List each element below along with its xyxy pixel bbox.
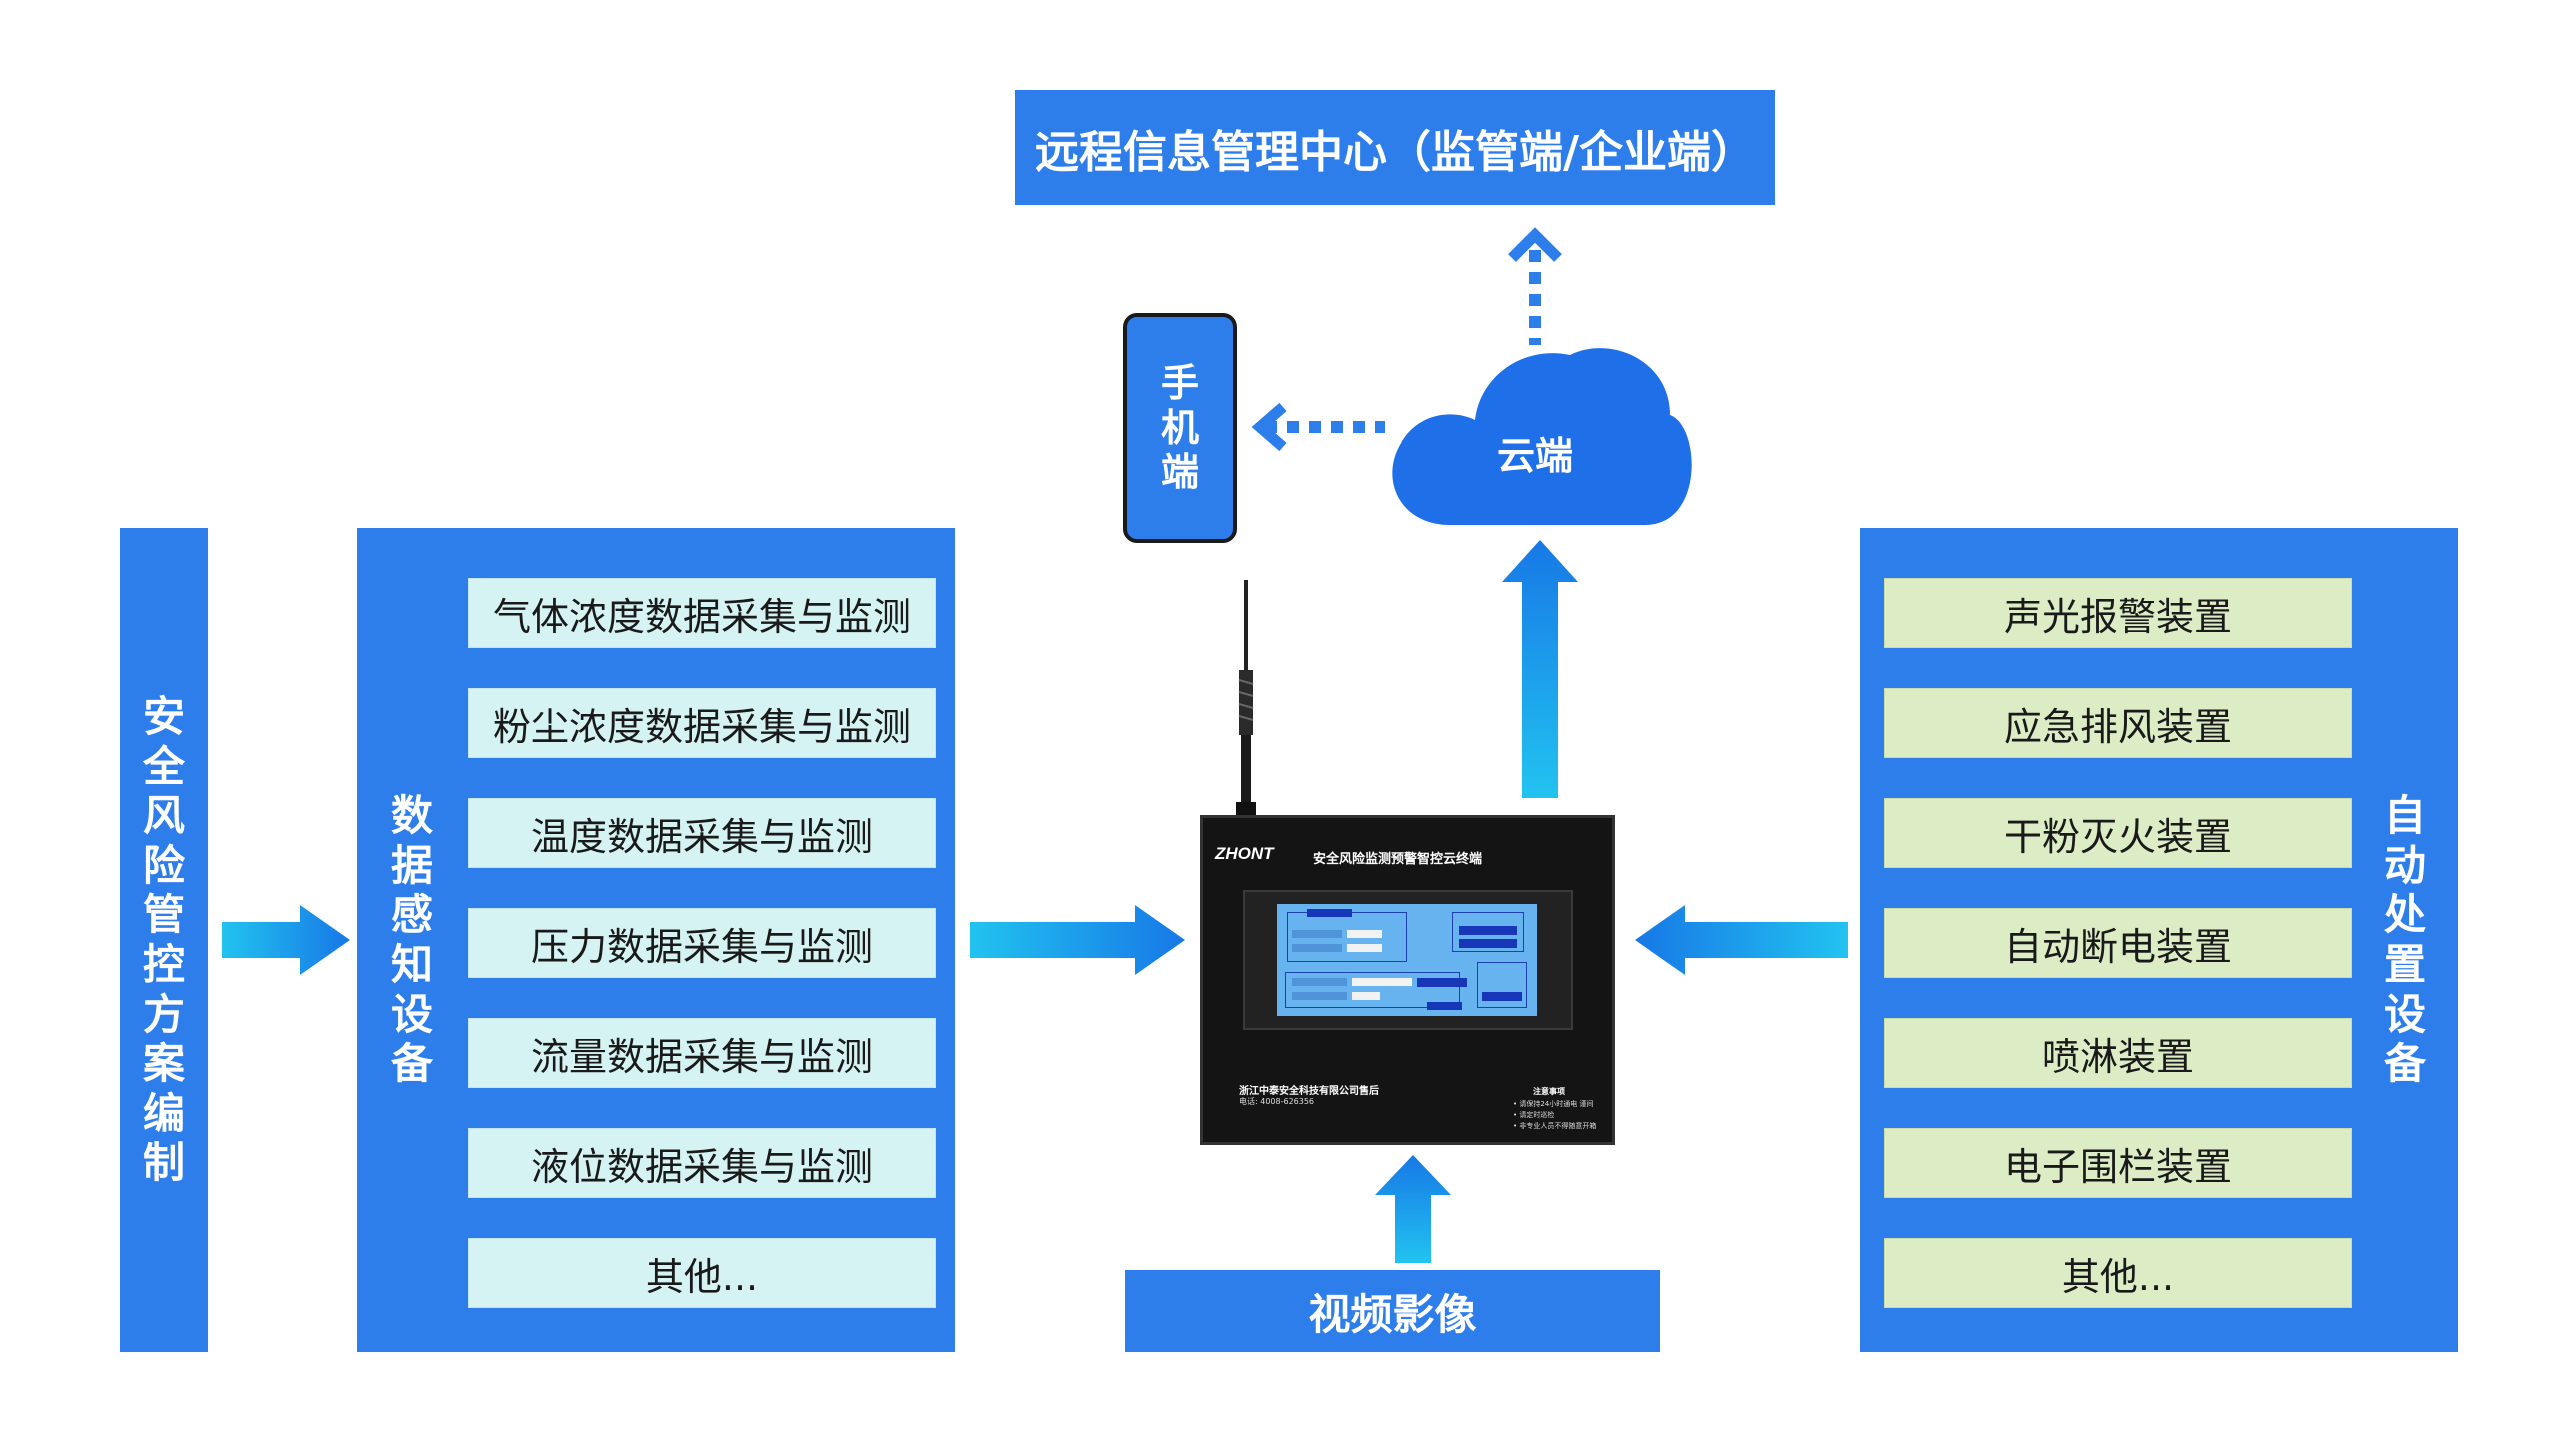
actuation-item: 喷淋装置 <box>1884 1018 2352 1088</box>
screen-label <box>1292 930 1342 938</box>
actuation-item: 干粉灭火装置 <box>1884 798 2352 868</box>
plan-char: 管 <box>142 890 185 940</box>
screen-button <box>1427 1002 1462 1010</box>
terminal-note: • 请保持24小时通电 谨间 <box>1513 1100 1594 1108</box>
actuation-title-char: 置 <box>2383 940 2426 989</box>
actuation-title-char: 备 <box>2383 1039 2426 1089</box>
video-to-terminal-arrow <box>1375 1155 1451 1263</box>
actuation-title-char: 动 <box>2383 840 2426 890</box>
terminal-logo: ZHONT <box>1215 844 1274 863</box>
plan-char: 方 <box>142 989 185 1039</box>
sensing-to-terminal-arrow <box>970 905 1185 975</box>
screen-value <box>1352 992 1380 1000</box>
phone-char: 机 <box>1160 405 1199 450</box>
screen-value <box>1352 978 1412 986</box>
plan-to-sensing-arrow <box>222 905 350 975</box>
terminal-title: 安全风险监测预警智控云终端 <box>1313 852 1483 867</box>
terminal-note: • 非专业人员不得随意开箱 <box>1513 1122 1597 1130</box>
remote-management-center-label: 远程信息管理中心（监管端/企业端） <box>1034 126 1756 178</box>
actuation-item: 应急排风装置 <box>1884 688 2352 758</box>
remote-management-center-box: 远程信息管理中心（监管端/企业端） <box>1015 90 1775 205</box>
video-feed-label: 视频影像 <box>1308 1289 1477 1339</box>
plan-char: 险 <box>142 840 185 890</box>
plan-char: 编 <box>142 1088 185 1138</box>
screen-label <box>1292 944 1342 952</box>
actuation-devices-panel: 声光报警装置 应急排风装置 干粉灭火装置 自动断电装置 喷淋装置 电子围栏装置 … <box>1860 528 2458 1352</box>
plan-char: 案 <box>142 1039 185 1089</box>
actuation-title-char: 处 <box>2383 890 2426 940</box>
actuation-title-char: 设 <box>2383 989 2426 1039</box>
sensing-title-char: 设 <box>390 989 433 1039</box>
screen-button <box>1417 978 1467 987</box>
sensing-devices-panel: 数 据 感 知 设 备 气体浓度数据采集与监测 粉尘浓度数据采集与监测 温度数据… <box>357 528 955 1352</box>
plan-char: 控 <box>142 940 185 989</box>
sensing-title-char: 备 <box>390 1039 433 1089</box>
screen-panel <box>1477 962 1527 1008</box>
sensing-item: 流量数据采集与监测 <box>468 1018 936 1088</box>
cloud-label: 云端 <box>1496 434 1573 478</box>
actuation-title-char: 自 <box>2383 791 2426 841</box>
sensing-title-char: 据 <box>390 840 433 890</box>
actuation-to-terminal-arrow <box>1635 905 1848 975</box>
screen-panel <box>1285 972 1460 1008</box>
cloud-to-phone-dotted-arrow <box>1251 402 1385 452</box>
plan-char: 风 <box>142 791 185 841</box>
terminal-phone: 电话: 4008-626356 <box>1239 1097 1315 1106</box>
cloud-terminal-device: ZHONT 安全风险监测预警智控云终端 浙江中泰安全科技有限公司售后 电话: 4… <box>1200 815 1615 1145</box>
screen-button <box>1307 909 1352 917</box>
terminal-to-cloud-arrow <box>1502 540 1578 798</box>
sensing-item: 气体浓度数据采集与监测 <box>468 578 936 648</box>
screen-panel <box>1452 912 1524 952</box>
sensing-item: 其他... <box>468 1238 936 1308</box>
risk-plan-panel: 安 全 风 险 管 控 方 案 编 制 <box>120 528 208 1352</box>
screen-label <box>1292 992 1347 1000</box>
plan-char: 全 <box>142 741 185 791</box>
actuation-item: 声光报警装置 <box>1884 578 2352 648</box>
sensing-item: 压力数据采集与监测 <box>468 908 936 978</box>
terminal-note: • 请定时巡检 <box>1513 1111 1555 1119</box>
sensing-item: 粉尘浓度数据采集与监测 <box>468 688 936 758</box>
screen-button <box>1459 939 1517 948</box>
terminal-notes-title: 注意事项 <box>1533 1087 1565 1096</box>
screen-value <box>1347 930 1382 938</box>
terminal-screen <box>1277 904 1537 1016</box>
plan-char: 制 <box>142 1138 185 1188</box>
screen-label <box>1292 978 1347 986</box>
sensing-title-char: 感 <box>390 890 433 940</box>
cloud-to-center-dotted-arrow <box>1508 227 1562 345</box>
screen-button <box>1482 992 1522 1001</box>
sensing-title-char: 数 <box>390 791 433 841</box>
actuation-title: 自 动 处 置 设 备 <box>2352 528 2458 1352</box>
actuation-item: 其他... <box>1884 1238 2352 1308</box>
antenna-icon <box>1236 580 1256 820</box>
phone-char: 手 <box>1160 360 1199 405</box>
mobile-phone-device: 手 机 端 <box>1123 313 1237 543</box>
plan-char: 安 <box>142 692 185 742</box>
terminal-screen-frame <box>1243 890 1573 1030</box>
terminal-company: 浙江中泰安全科技有限公司售后 <box>1239 1086 1379 1097</box>
sensing-title-char: 知 <box>390 940 433 989</box>
phone-char: 端 <box>1160 450 1199 495</box>
sensing-item: 温度数据采集与监测 <box>468 798 936 868</box>
cloud-shape <box>1392 348 1692 525</box>
screen-button <box>1459 926 1517 935</box>
actuation-item: 自动断电装置 <box>1884 908 2352 978</box>
sensing-item: 液位数据采集与监测 <box>468 1128 936 1198</box>
video-feed-box: 视频影像 <box>1125 1270 1660 1352</box>
actuation-item: 电子围栏装置 <box>1884 1128 2352 1198</box>
sensing-title: 数 据 感 知 设 备 <box>357 528 467 1352</box>
screen-value <box>1347 944 1382 952</box>
